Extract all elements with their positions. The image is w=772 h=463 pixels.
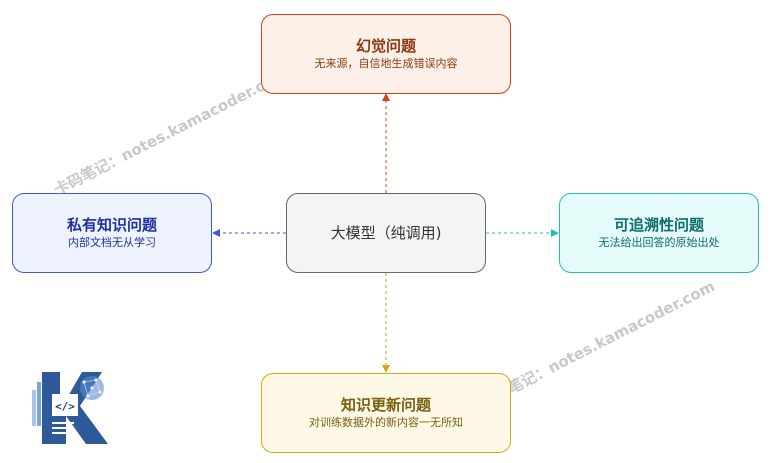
svg-text:</>: </> [55,400,75,413]
node-title: 可追溯性问题 [613,216,704,234]
hallucination-node: 幻觉问题 无来源，自信地生成错误内容 [261,14,511,94]
node-subtitle: 无来源，自信地生成错误内容 [314,57,458,70]
node-title: 幻觉问题 [355,37,416,55]
knowledge-update-node: 知识更新问题 对训练数据外的新内容一无所知 [261,373,511,453]
node-title: 私有知识问题 [66,216,157,234]
arrowhead-left [212,229,220,237]
node-subtitle: 内部文档无从学习 [68,236,156,249]
node-subtitle: 无法给出回答的原始出处 [598,236,720,249]
arrowhead-top [382,93,390,101]
kamacoder-logo-icon: </> [32,372,108,444]
node-title: 知识更新问题 [340,396,431,414]
llm-node: 大模型（纯调用) [286,193,486,273]
private-knowledge-node: 私有知识问题 内部文档无从学习 [12,193,212,273]
node-title: 大模型（纯调用) [330,223,442,242]
node-subtitle: 对训练数据外的新内容一无所知 [309,416,463,429]
arrowhead-right [551,229,559,237]
arrowhead-bottom [382,365,390,373]
traceability-node: 可追溯性问题 无法给出回答的原始出处 [559,193,759,273]
